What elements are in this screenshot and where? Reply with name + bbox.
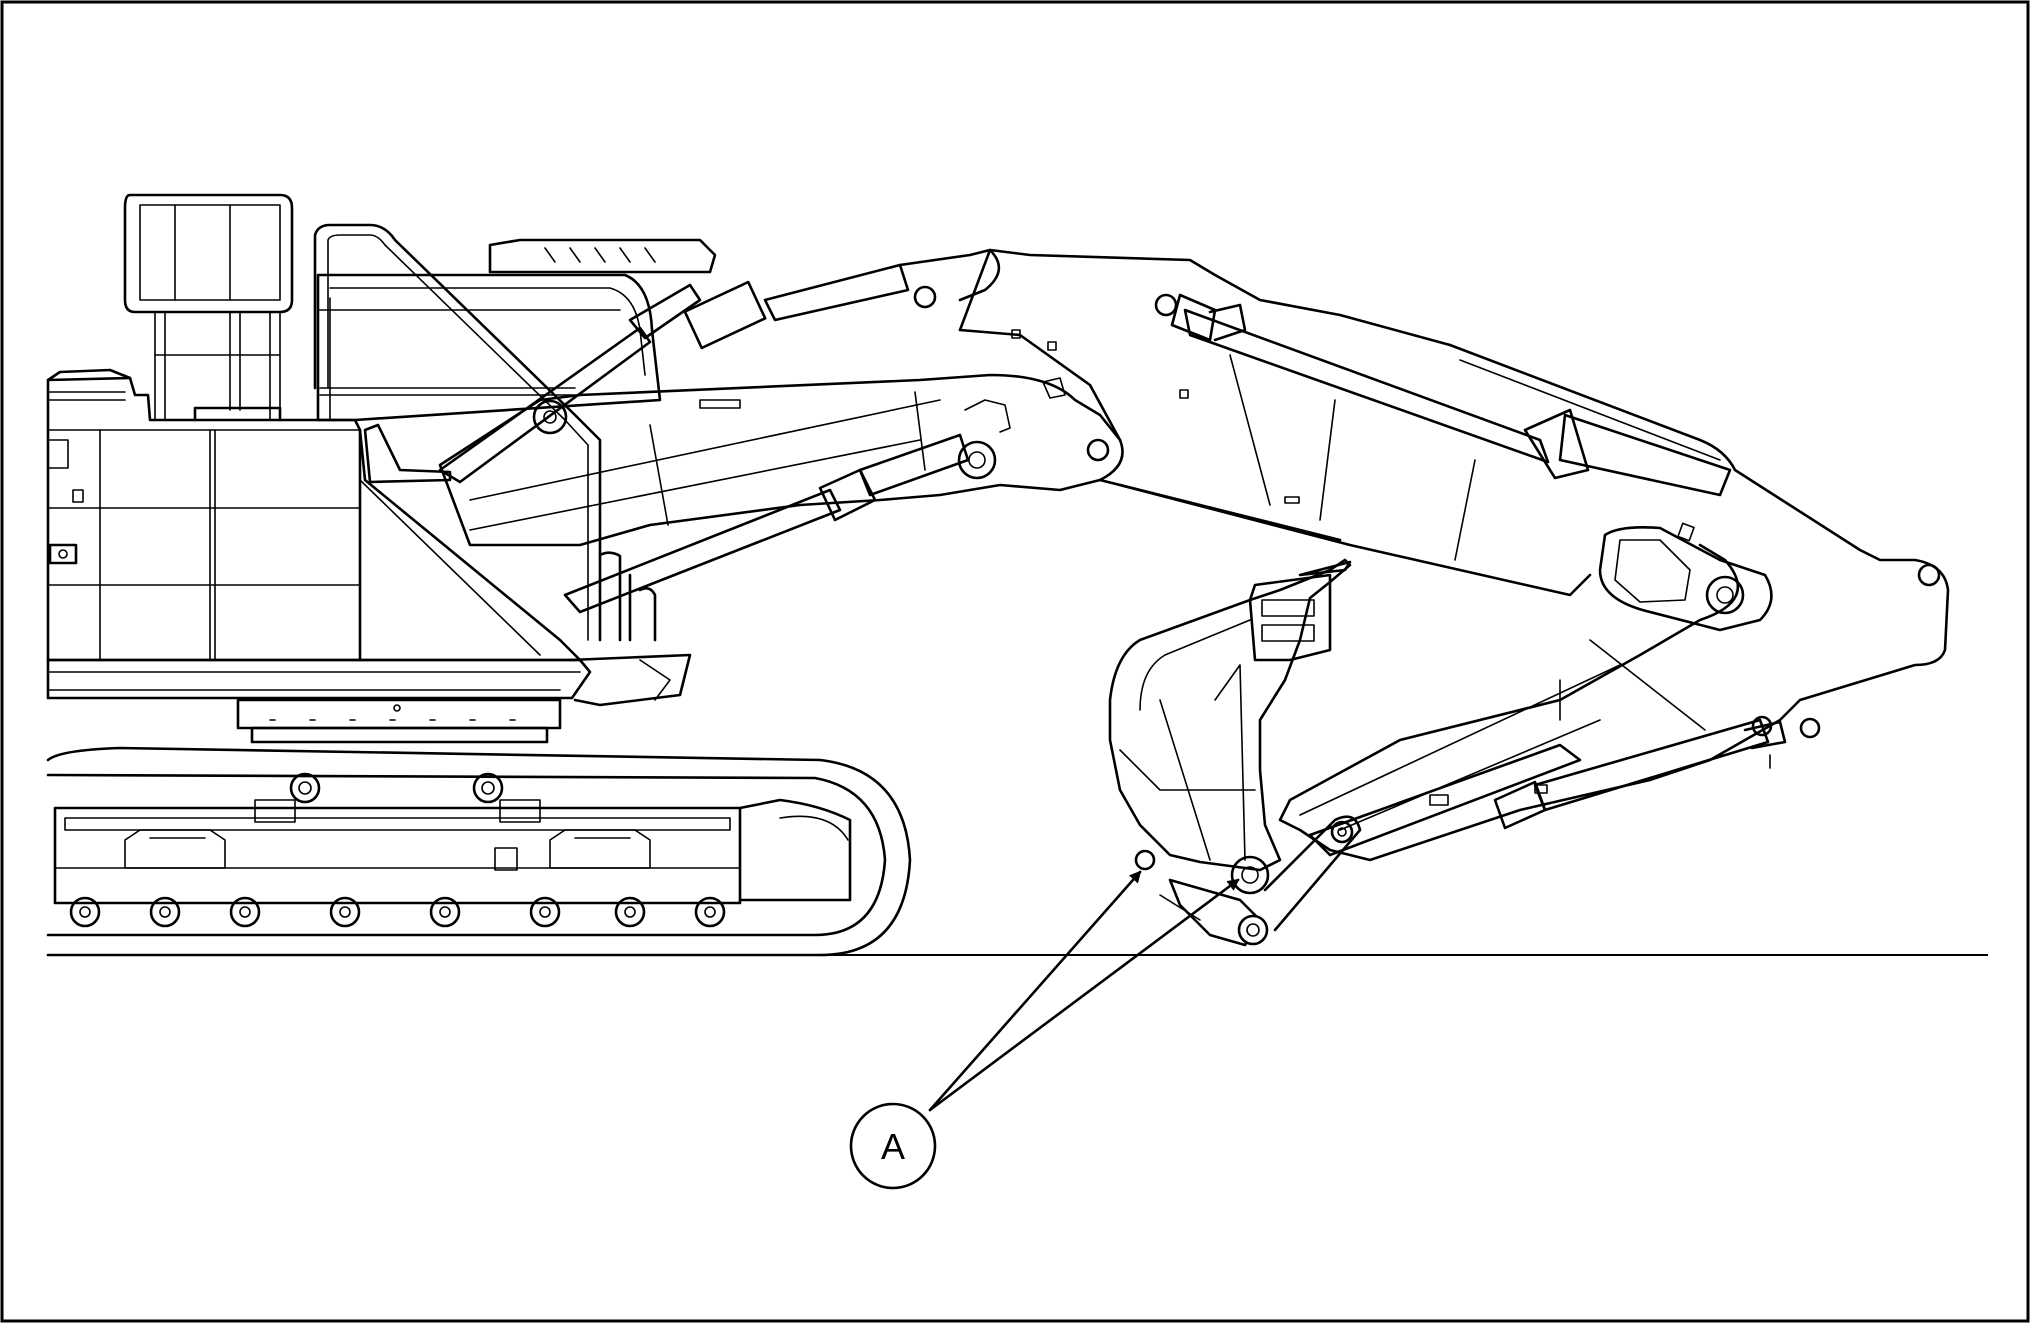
- callout-a: A: [849, 870, 1240, 1190]
- swing-bearing: [236, 698, 562, 744]
- boom: [438, 248, 1592, 597]
- bucket-lower-hole: [1134, 849, 1156, 871]
- bucket: [1108, 558, 1362, 947]
- boom-cylinders: [438, 263, 970, 614]
- arm-cylinder: [1170, 293, 1732, 497]
- bucket-link-pin: [1230, 855, 1270, 895]
- callout-label: A: [881, 1126, 905, 1167]
- track-assembly: [46, 746, 912, 957]
- track-rollers: [69, 896, 726, 928]
- arm-stick: [1278, 343, 1950, 862]
- upper-structure: [46, 193, 717, 707]
- carrier-rollers: [254, 772, 541, 823]
- callout-circle: [849, 1102, 937, 1190]
